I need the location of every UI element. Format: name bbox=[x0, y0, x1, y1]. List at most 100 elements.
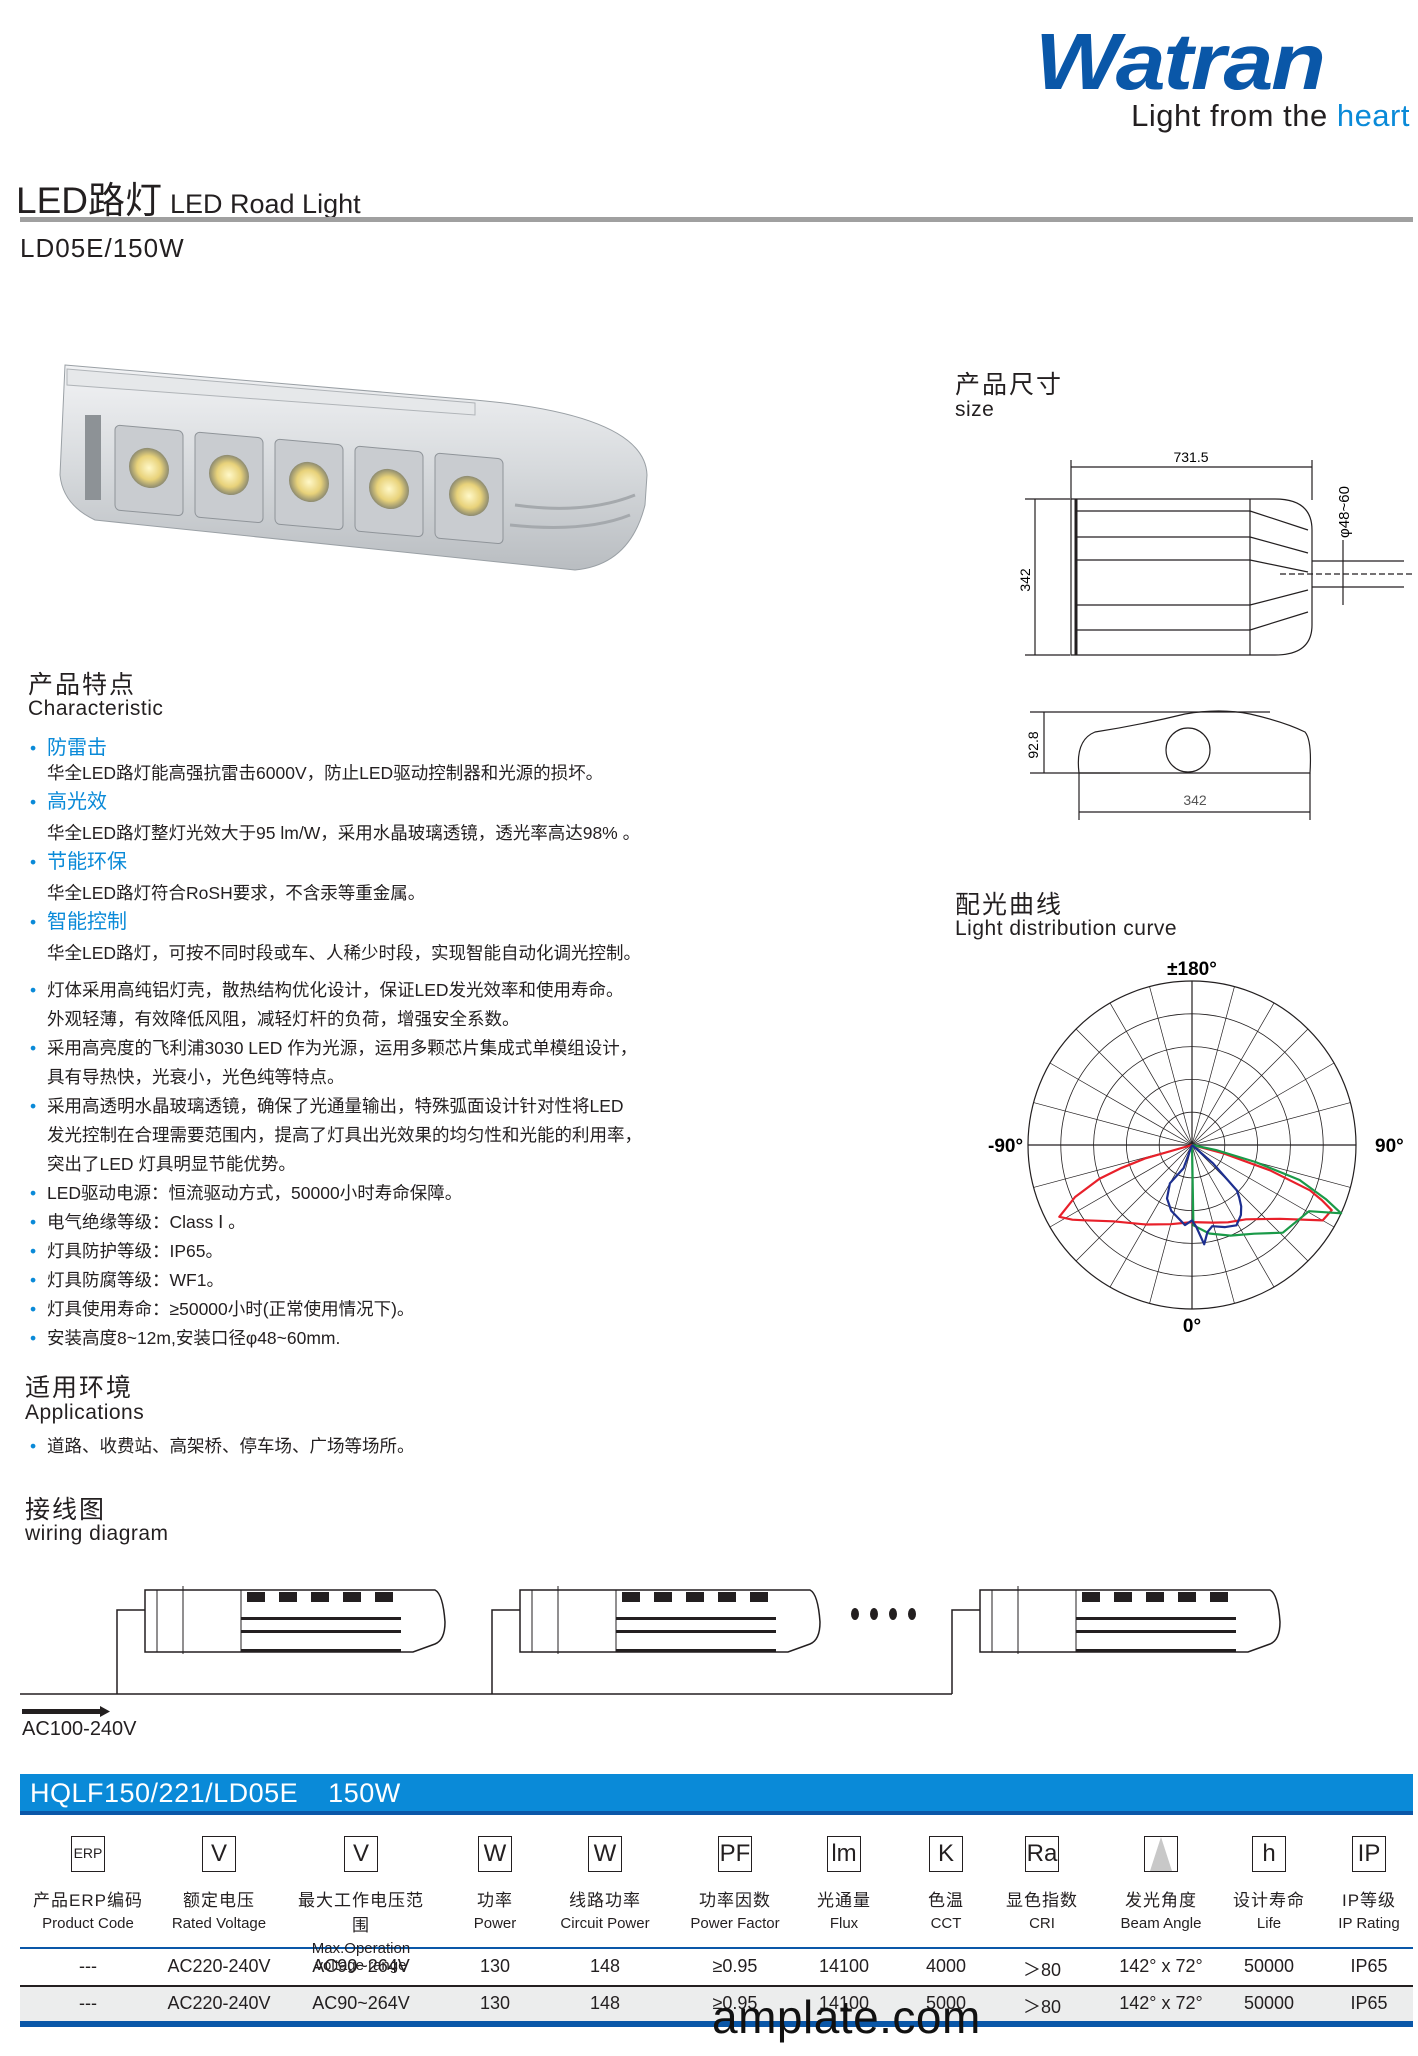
spec-code: HQLF150/221/LD05E bbox=[30, 1778, 299, 1808]
dim-width-top: 342 bbox=[1020, 568, 1033, 592]
grid-spoke bbox=[1191, 1028, 1309, 1146]
table-cell: AC220-240V bbox=[167, 1956, 271, 1976]
feature-highlight-title: •节能环保 bbox=[30, 851, 127, 873]
table-cell: AC90~264V bbox=[312, 1956, 410, 1976]
unit-icon: ERP bbox=[71, 1836, 105, 1872]
table-cell: IP65 bbox=[1350, 1956, 1388, 1976]
series-curve-c90-c270 bbox=[1190, 1143, 1343, 1237]
header-en: Product Code bbox=[42, 1915, 134, 1932]
bullet-text: 安装高度8~12m,安装口径φ48~60mm. bbox=[47, 1328, 341, 1348]
table-column-header: PF 功率因数 Power Factor bbox=[670, 1836, 800, 1932]
table-cell: 148 bbox=[589, 1993, 621, 2013]
unit-icon: PF bbox=[718, 1836, 752, 1872]
bullet-text: 发光控制在合理需要范围内，提高了灯具出光效果的均匀性和光能的利用率， bbox=[47, 1125, 642, 1145]
wiring-diagram bbox=[20, 1585, 1281, 1717]
highlight-text: 华全LED路灯，可按不同时段或车、人稀少时段，实现智能自动化调光控制。 bbox=[47, 943, 642, 963]
feature-highlight-text: 华全LED路灯整灯光效大于95 lm/W，采用水晶玻璃透镜，透光率高达98% 。 bbox=[30, 819, 642, 848]
grid-spoke bbox=[1191, 1144, 1335, 1228]
table-cell: 130 bbox=[479, 1993, 511, 2013]
characteristic-title-en: Characteristic bbox=[28, 697, 164, 720]
table-cell: 50000 bbox=[1243, 1993, 1295, 2013]
feature-list: •防雷击华全LED路灯能高强抗雷击6000V，防止LED驱动控制器和光源的损坏。… bbox=[30, 734, 642, 1353]
header-zh: 功率 bbox=[477, 1891, 513, 1910]
input-voltage: AC100-240V bbox=[22, 1718, 137, 1740]
applications-title-zh: 适用环境 bbox=[25, 1374, 134, 1402]
highlight-text: 华全LED路灯整灯光效大于95 lm/W，采用水晶玻璃透镜，透光率高达98% 。 bbox=[47, 823, 641, 843]
grid-spoke bbox=[1075, 1028, 1193, 1146]
unit-icon: IP bbox=[1352, 1836, 1386, 1872]
bullet-text: 外观轻薄，有效降低风阻，减轻灯杆的负荷，增强安全系数。 bbox=[47, 1009, 520, 1029]
grid-spoke bbox=[1191, 1144, 1309, 1262]
header-zh: 设计寿命 bbox=[1233, 1891, 1305, 1910]
header-zh: IP等级 bbox=[1341, 1891, 1397, 1910]
title-en: LED Road Light bbox=[169, 189, 361, 219]
highlight-text: 华全LED路灯能高强抗雷击6000V，防止LED驱动控制器和光源的损坏。 bbox=[47, 763, 604, 783]
table-cell: IP65 bbox=[1350, 1993, 1388, 2013]
feature-bullet: •采用高透明水晶玻璃透镜，确保了光通量输出，特殊弧面设计针对性将LED bbox=[30, 1096, 624, 1116]
feature-bullet-continuation: 突出了LED 灯具明显节能优势。 bbox=[30, 1150, 642, 1179]
luminaire-icon bbox=[519, 1585, 821, 1655]
grid-spoke bbox=[1075, 1144, 1193, 1262]
feature-bullet: •灯具防护等级：IP65。 bbox=[30, 1241, 223, 1261]
grid-spoke bbox=[1109, 1144, 1193, 1288]
header-en: Flux bbox=[829, 1915, 859, 1932]
highlight-title: 高光效 bbox=[47, 791, 107, 813]
brand-logo: Watran bbox=[1035, 17, 1326, 106]
header-zh: 光通量 bbox=[817, 1891, 871, 1910]
grid-spoke bbox=[1049, 1144, 1193, 1228]
polar-chart: ±180° -90° 90° 0° bbox=[988, 959, 1404, 1337]
table-cell: ≥0.95 bbox=[712, 1993, 758, 2013]
header-en: Circuit Power bbox=[560, 1915, 650, 1932]
polar-grid bbox=[1027, 980, 1357, 1310]
bullet-text: 灯具使用寿命：≥50000小时(正常使用情况下)。 bbox=[47, 1299, 415, 1319]
header-zh: 发光角度 bbox=[1125, 1891, 1197, 1910]
unit-icon: h bbox=[1252, 1836, 1286, 1872]
bullet-text: 灯具防腐等级：WF1。 bbox=[47, 1270, 224, 1290]
arrow-right-icon bbox=[22, 1706, 110, 1717]
feature-bullet: •安装高度8~12m,安装口径φ48~60mm. bbox=[30, 1328, 341, 1348]
unit-icon: V bbox=[202, 1836, 236, 1872]
header-zh: 最大工作电压范围 bbox=[298, 1891, 424, 1935]
bullet-text: 采用高亮度的飞利浦3030 LED 作为光源，运用多颗芯片集成式单模组设计， bbox=[47, 1038, 638, 1058]
header-en: Power Factor bbox=[690, 1915, 780, 1932]
applications-title-en: Applications bbox=[25, 1401, 145, 1424]
feature-highlight-title: •高光效 bbox=[30, 791, 107, 813]
header-en: Beam Angle bbox=[1120, 1915, 1202, 1932]
bullet-text: 灯具防护等级：IP65。 bbox=[47, 1241, 223, 1261]
angle-label-top: ±180° bbox=[1167, 959, 1217, 980]
table-cell: 50000 bbox=[1243, 1956, 1295, 1976]
series-curve-c45-c225 bbox=[1165, 1144, 1243, 1246]
feature-bullet: •采用高亮度的飞利浦3030 LED 作为光源，运用多颗芯片集成式单模组设计， bbox=[30, 1038, 638, 1058]
size-title-zh: 产品尺寸 bbox=[955, 371, 1064, 399]
tagline-text: Light from the bbox=[1131, 98, 1328, 133]
highlight-title: 节能环保 bbox=[47, 851, 127, 873]
chart-title: 配光曲线 bbox=[955, 891, 1064, 919]
brand-tagline: Light from the heart bbox=[1131, 98, 1410, 134]
bullet-text: 灯体采用高纯铝灯壳，散热结构优化设计，保证LED发光效率和使用寿命。 bbox=[47, 980, 624, 1000]
table-cell: ＞80 bbox=[1022, 1997, 1062, 2017]
table-column-header: ERP 产品ERP编码 Product Code bbox=[23, 1836, 153, 1932]
wiring-title-zh: 接线图 bbox=[25, 1496, 107, 1524]
table-cell: 14100 bbox=[818, 1956, 870, 1976]
header-zh: 色温 bbox=[928, 1891, 964, 1910]
header-zh: 产品ERP编码 bbox=[33, 1891, 143, 1910]
highlight-title: 防雷击 bbox=[47, 737, 107, 759]
table-cell: 14100 bbox=[818, 1993, 870, 2013]
grid-spoke bbox=[1033, 1102, 1193, 1146]
bullet-text: 突出了LED 灯具明显节能优势。 bbox=[47, 1154, 296, 1174]
characteristic-title-zh: 产品特点 bbox=[28, 671, 137, 699]
unit-icon: W bbox=[588, 1836, 622, 1872]
header-en: CRI bbox=[1029, 1915, 1055, 1932]
header-en: Rated Voltage bbox=[171, 1915, 267, 1932]
luminaire-icon bbox=[979, 1585, 1281, 1655]
size-title-en: size bbox=[955, 398, 995, 421]
table-row-bg bbox=[20, 1987, 1413, 2021]
header-zh: 功率因数 bbox=[699, 1891, 771, 1910]
angle-label-bottom: 0° bbox=[1183, 1316, 1201, 1337]
